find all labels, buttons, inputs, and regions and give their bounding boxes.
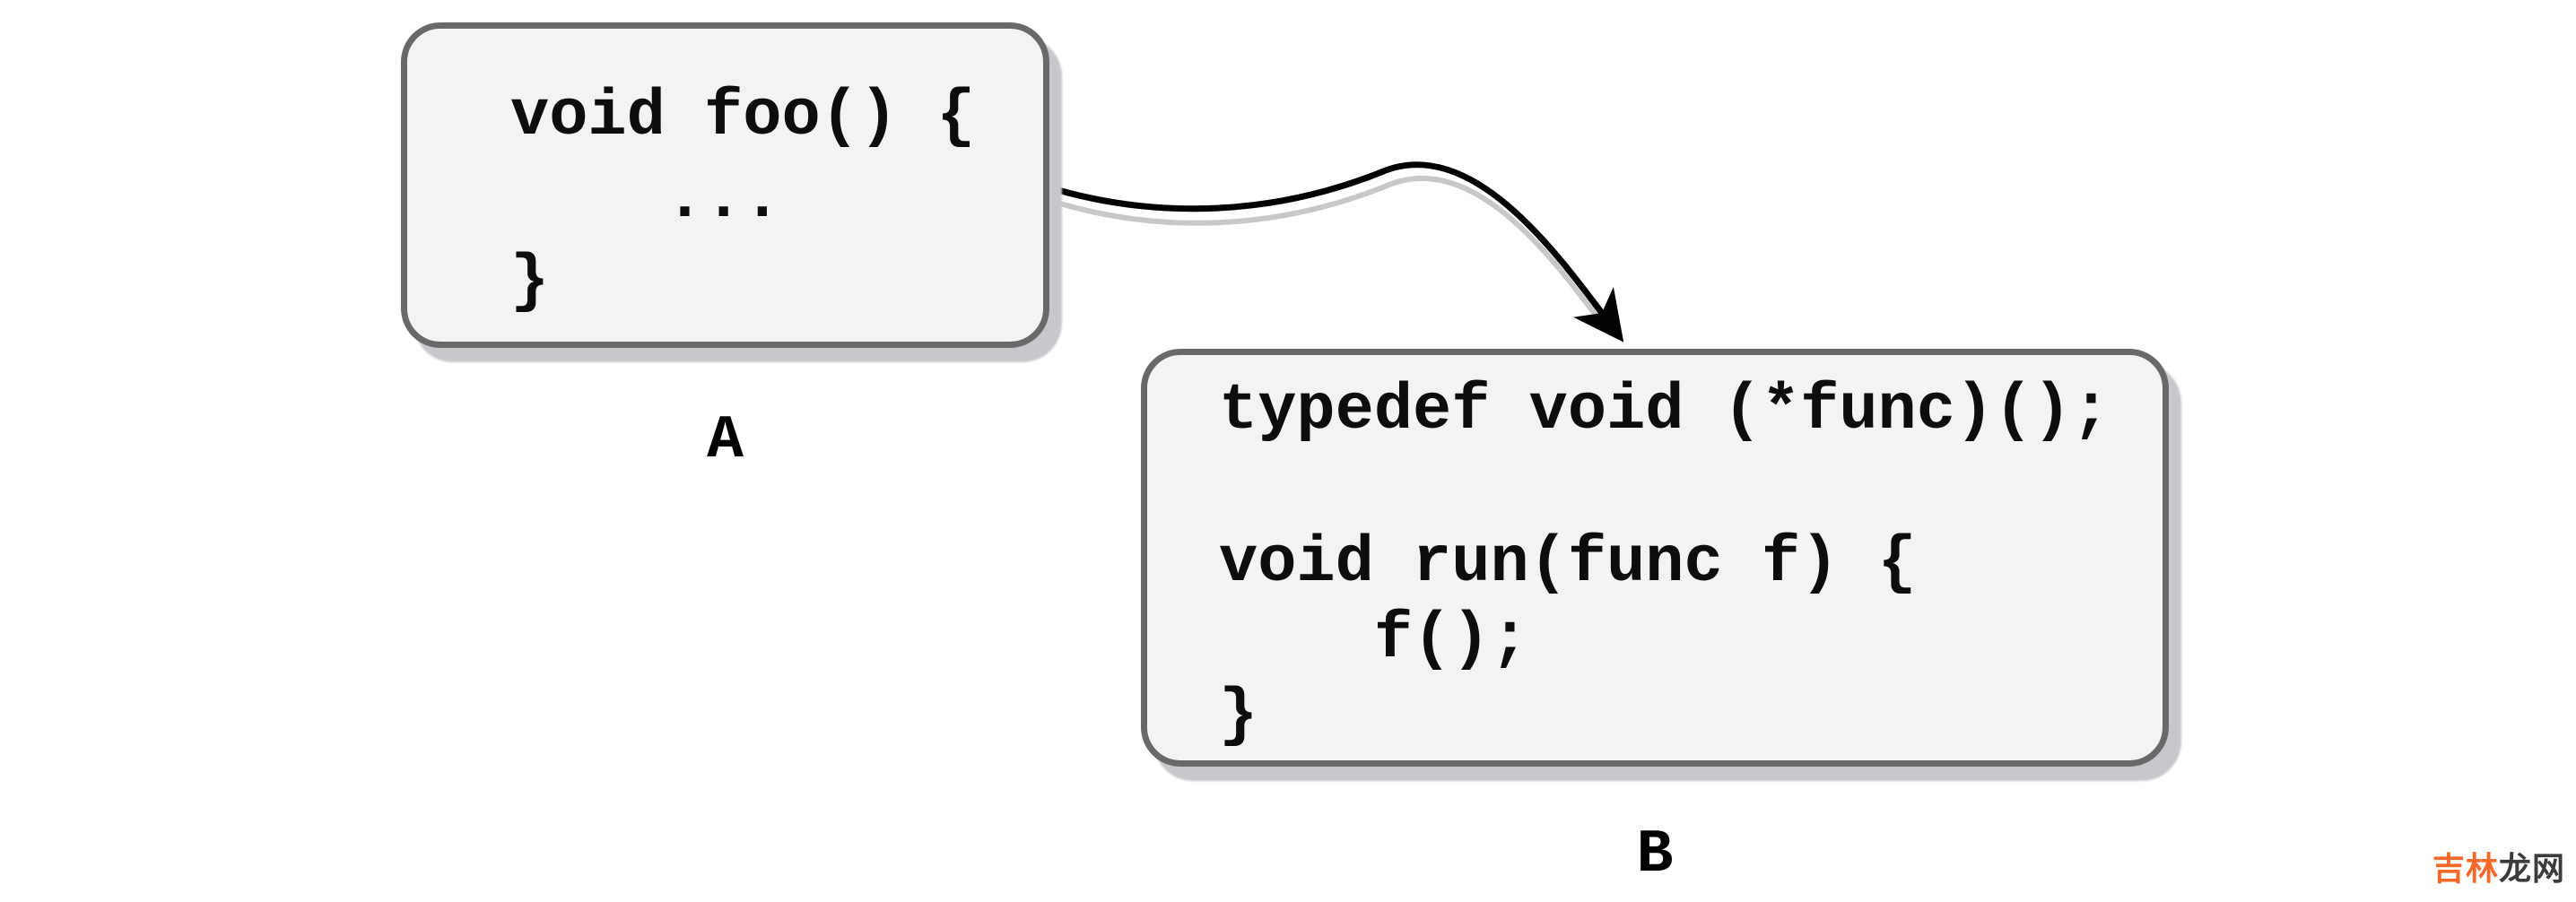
watermark-part2: 龙网 (2498, 850, 2565, 887)
watermark: 吉林龙网 (2432, 843, 2565, 889)
node-a: void foo() { ...} (401, 22, 1049, 348)
arrow-line (1044, 161, 1624, 343)
code-line: } (1219, 679, 1258, 752)
code-line: f(); (1219, 603, 1529, 676)
code-line: } (510, 245, 550, 318)
code-line: void foo() { (510, 80, 976, 153)
node-b-code: typedef void (*func)(); void run(func f) … (1147, 355, 2163, 754)
arrow-shadow (1049, 176, 1608, 331)
node-b: typedef void (*func)(); void run(func f) … (1141, 349, 2169, 767)
code-line: typedef void (*func)(); (1219, 374, 2110, 447)
node-a-code: void foo() { ...} (407, 29, 1043, 323)
code-line: void run(func f) { (1219, 526, 1917, 600)
watermark-part1: 吉林 (2432, 850, 2499, 887)
node-a-label: A (707, 406, 744, 475)
code-line (1219, 449, 2163, 525)
node-b-label: B (1636, 820, 1674, 889)
code-line: ... (510, 162, 782, 236)
